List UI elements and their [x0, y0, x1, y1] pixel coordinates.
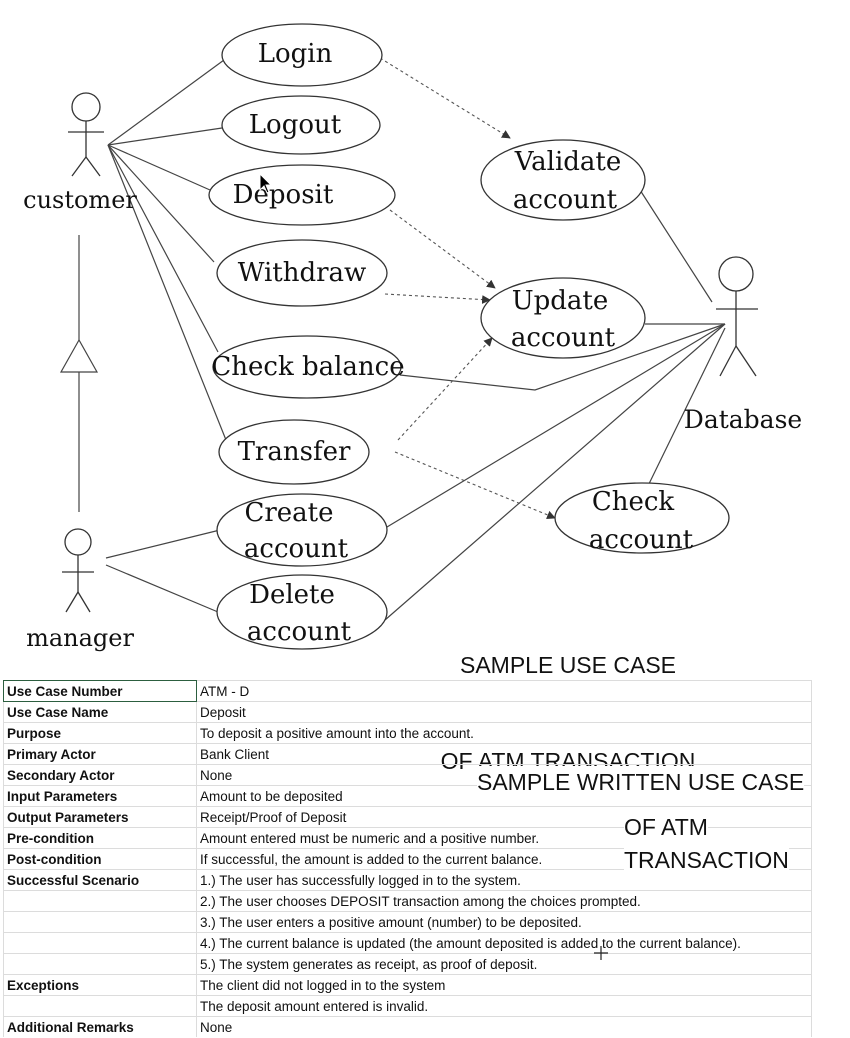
generalization-arrow: [59, 235, 99, 512]
row-value[interactable]: Bank Client: [196, 743, 812, 765]
usecase-transfer: [218, 419, 370, 485]
mouse-pointer-icon: [259, 173, 273, 194]
row-value[interactable]: None: [196, 1016, 812, 1037]
manager-associations: [105, 529, 221, 613]
row-value[interactable]: 5.) The system generates as receipt, as …: [196, 953, 812, 975]
usecase-check-balance: [212, 335, 402, 399]
usecase-validate-account-label-1: Validate: [514, 147, 622, 177]
row-value[interactable]: 2.) The user chooses DEPOSIT transaction…: [196, 890, 812, 912]
row-value[interactable]: ATM - D: [196, 680, 812, 702]
diagram-caption-line-1: SAMPLE USE CASE: [459, 652, 677, 678]
table-row: 5.) The system generates as receipt, as …: [3, 953, 812, 975]
usecase-create-account-label-2: account: [244, 534, 349, 564]
row-value[interactable]: Receipt/Proof of Deposit: [196, 806, 812, 828]
usecase-logout-label: Logout: [249, 110, 342, 140]
row-value[interactable]: The deposit amount entered is invalid.: [196, 995, 812, 1017]
move-cursor-icon: [594, 946, 608, 960]
row-label[interactable]: Purpose: [3, 722, 197, 744]
usecase-validate-account: [480, 139, 646, 221]
usecase-transfer-label: Transfer: [238, 437, 351, 467]
usecase-create-account-label-1: Create: [244, 498, 333, 528]
usecase-check-account-label-2: account: [589, 525, 694, 555]
use-case-diagram: customer manager Database Login Logout D…: [23, 23, 802, 652]
row-value[interactable]: 4.) The current balance is updated (the …: [196, 932, 812, 954]
row-label[interactable]: Output Parameters: [3, 806, 197, 828]
table-row: 4.) The current balance is updated (the …: [3, 932, 812, 954]
usecase-login-label: Login: [258, 39, 333, 69]
row-label[interactable]: Additional Remarks: [3, 1016, 197, 1037]
usecase-delete-account: [216, 574, 388, 650]
database-associations: [381, 189, 726, 621]
manager-actor: [62, 528, 94, 613]
written-caption-line-2: OF ATM: [624, 811, 708, 843]
usecase-update-account-label-1: Update: [512, 286, 609, 316]
row-label[interactable]: [3, 995, 197, 1017]
usecase-create-account: [216, 493, 388, 567]
row-label[interactable]: Pre-condition: [3, 827, 197, 849]
row-label[interactable]: Primary Actor: [3, 743, 197, 765]
usecase-deposit: [208, 164, 396, 226]
row-label[interactable]: [3, 911, 197, 933]
usecase-delete-account-label-2: account: [247, 617, 352, 647]
row-label[interactable]: Input Parameters: [3, 785, 197, 807]
row-value[interactable]: Deposit: [196, 701, 812, 723]
usecase-withdraw-label: Withdraw: [238, 258, 367, 288]
usecase-update-account: [480, 277, 646, 359]
customer-actor: [68, 92, 104, 177]
customer-associations: [107, 59, 227, 441]
row-label[interactable]: Secondary Actor: [3, 764, 197, 786]
manager-actor-label: manager: [26, 624, 134, 652]
usecase-update-account-label-2: account: [511, 323, 616, 353]
row-value[interactable]: The client did not logged in to the syst…: [196, 974, 812, 996]
usecase-check-balance-label: Check balance: [211, 352, 404, 382]
written-caption-line-3: TRANSACTION: [624, 844, 789, 876]
row-label[interactable]: Use Case Number: [3, 680, 197, 702]
table-row: 2.) The user chooses DEPOSIT transaction…: [3, 890, 812, 912]
usecase-withdraw: [216, 239, 388, 307]
row-label[interactable]: Exceptions: [3, 974, 197, 996]
written-caption-line-1: SAMPLE WRITTEN USE CASE: [477, 766, 805, 798]
usecase-login: [221, 23, 383, 87]
customer-actor-label: customer: [23, 186, 137, 214]
database-actor-label: Database: [684, 405, 802, 434]
usecase-logout: [221, 95, 381, 155]
row-label[interactable]: Successful Scenario: [3, 869, 197, 891]
usecase-check-account: [554, 482, 730, 554]
usecase-deposit-label: Deposit: [233, 180, 334, 210]
table-row: The deposit amount entered is invalid.: [3, 995, 812, 1017]
usecase-check-account-label-1: Check: [592, 487, 675, 517]
row-label[interactable]: [3, 932, 197, 954]
usecase-validate-account-label-2: account: [513, 185, 618, 215]
row-label[interactable]: [3, 953, 197, 975]
row-label[interactable]: Use Case Name: [3, 701, 197, 723]
database-actor: [716, 256, 758, 377]
row-label[interactable]: [3, 890, 197, 912]
include-relations: [379, 57, 556, 520]
usecase-delete-account-label-1: Delete: [249, 580, 335, 610]
row-value[interactable]: To deposit a positive amount into the ac…: [196, 722, 812, 744]
row-value[interactable]: 3.) The user enters a positive amount (n…: [196, 911, 812, 933]
row-label[interactable]: Post-condition: [3, 848, 197, 870]
table-row: 3.) The user enters a positive amount (n…: [3, 911, 812, 933]
